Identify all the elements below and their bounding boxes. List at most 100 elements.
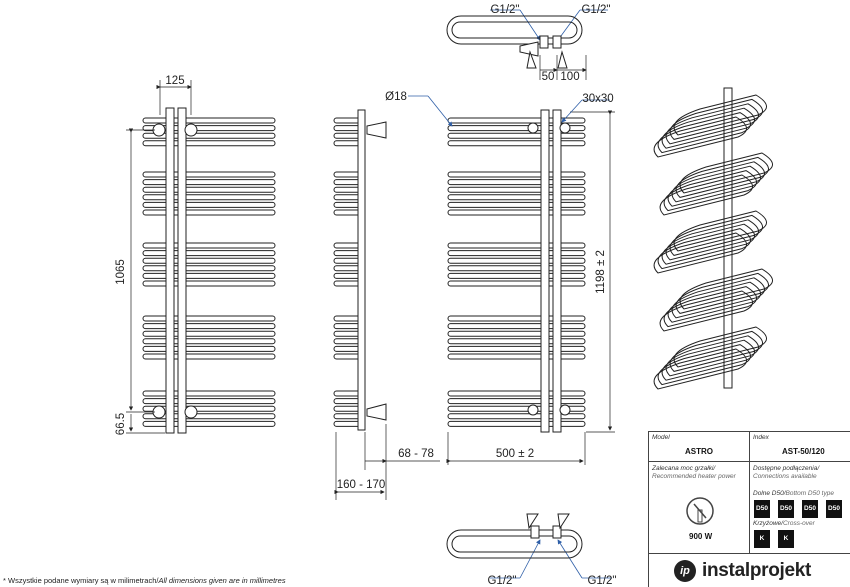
iso-collector [723,87,733,389]
side-view [333,109,440,500]
rail-tube [447,272,586,279]
rail-tube [142,345,276,352]
rail-tube [447,209,586,216]
dim-height-bottom: 66.5 [115,413,127,435]
front-top-right-connector [184,123,198,137]
dim-depth-range-1: 68 - 78 [398,448,434,460]
rail-tube [447,125,586,132]
rail-tube [142,140,276,147]
iso-loop [669,98,763,140]
rail-tube [142,315,276,322]
iso-loop [663,170,757,212]
rear-view [446,109,615,465]
rail-tube [142,257,276,264]
dim-depth-range-2: 160 - 170 [337,479,386,491]
iso-loop [663,286,757,328]
rail-tube [142,125,276,132]
rail-tube [447,257,586,264]
rail-tube [447,405,586,412]
dim-thread-top-right: G1/2" [581,4,610,16]
info-panel: Model ASTRO Index AST-50/120 Zalecana mo… [648,431,850,587]
rail-tube [142,117,276,124]
rail-tube [142,398,276,405]
rail-tube [447,315,586,322]
iso-loop [679,268,773,310]
iso-loop [667,281,761,323]
dim-thread-top-left: G1/2" [490,4,519,16]
dim-overall-height: 1198 ± 2 [595,250,607,294]
dim-profile: 30x30 [582,93,613,105]
rail-tube [447,194,586,201]
rail-tube [142,194,276,201]
brand-logo-icon: ip [674,560,696,582]
model-cell: Model ASTRO [649,432,750,462]
isometric-view [653,87,773,390]
heater-icon [686,497,714,525]
front-view [126,80,276,434]
rail-tube [142,186,276,193]
power-label-en: Recommended heater power [652,473,736,480]
side-top-valve [366,121,387,139]
power-cell: Zalecana moc grzałki/ Recommended heater… [649,462,750,554]
rail-tube [447,338,586,345]
iso-loop [667,165,761,207]
iso-loop [657,344,751,386]
front-bottom-right-connector [184,405,198,419]
rail-tube [447,345,586,352]
iso-loop [653,232,747,274]
rail-tube [142,353,276,360]
iso-loop [659,174,753,216]
rail-tube [447,413,586,420]
front-right-collector [177,107,187,434]
iso-loop [657,112,751,154]
iso-loop [669,330,763,372]
rail-tube [447,398,586,405]
connections-label-pl: Dostępne podłączenia/ [753,465,820,472]
front-left-collector [165,107,175,434]
iso-loop [669,214,763,256]
side-collector [357,109,366,431]
iso-loop [661,223,755,265]
rail-tube [142,132,276,139]
iso-loop [673,210,767,252]
footnote: * Wszystkie podane wymiary są w milimetr… [3,576,286,585]
bottom-type-label: Dolne D50/Bottom D50 type [753,490,834,497]
connections-label-en: Connections available [753,473,817,480]
iso-loop [679,152,773,194]
iso-loop [675,156,769,198]
side-view-bars [333,117,365,427]
rail-tube [142,242,276,249]
leaders [408,9,612,579]
dim-thread-bottom-right: G1/2" [587,575,616,587]
power-value: 900 W [689,532,713,541]
d50-badge: D50 [754,500,770,518]
iso-loop [653,116,747,158]
iso-loop [665,103,759,145]
rail-tube [447,132,586,139]
bottom-connection-view [446,513,583,559]
rear-right-collector [552,109,562,433]
dim-tube-diameter: Ø18 [385,91,407,103]
rear-left-collector [540,109,550,433]
rail-tube [142,265,276,272]
rail-tube [142,250,276,257]
rail-tube [447,242,586,249]
rail-tube [142,201,276,208]
front-view-bars [142,117,276,427]
rail-tube [142,338,276,345]
k-badge: K [754,530,770,548]
power-label-pl: Zalecana moc grzałki/ [652,465,716,472]
side-bottom-valve [366,403,387,421]
d50-badge: D50 [802,500,818,518]
index-cell: Index AST-50/120 [750,432,850,462]
rail-tube [142,323,276,330]
iso-loop [665,219,759,261]
dim-top-width: 125 [165,75,184,87]
d50-badge: D50 [778,500,794,518]
rail-tube [447,280,586,287]
iso-loop [657,228,751,270]
rail-tube [447,390,586,397]
dim-conn-offset-2: 100 [560,71,579,83]
cross-over-label: Krzyżowe/Cross-over [753,520,815,527]
